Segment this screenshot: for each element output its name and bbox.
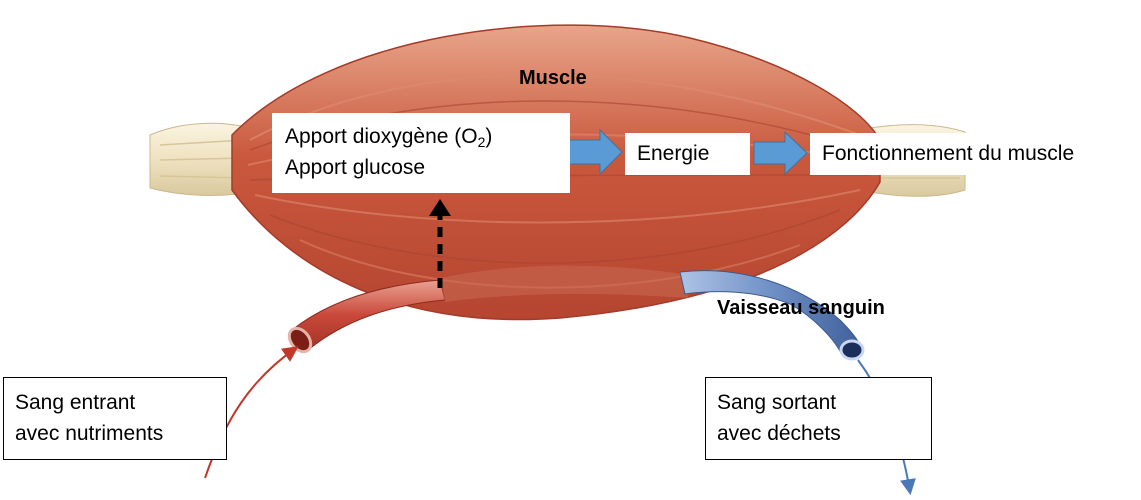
blood-out-line1: Sang sortant (717, 387, 931, 418)
vessel-label: Vaisseau sanguin (717, 297, 885, 320)
energy-label: Energie (637, 138, 750, 169)
blood-out-line2: avec déchets (717, 418, 931, 449)
supply-oxygen-line: Apport dioxygène (O2) (285, 121, 570, 152)
blood-in-line2: avec nutriments (15, 418, 226, 449)
supply-oxygen-text: Apport dioxygène (O (285, 125, 478, 148)
supply-glucose-line: Apport glucose (285, 152, 570, 183)
vein-opening (841, 341, 863, 359)
supply-oxygen-close: ) (485, 125, 492, 148)
supply-box: Apport dioxygène (O2) Apport glucose (272, 113, 570, 193)
function-label: Fonctionnement du muscle (822, 138, 1141, 169)
blood-out-box: Sang sortant avec déchets (705, 377, 932, 460)
energy-box: Energie (625, 133, 750, 175)
blood-in-line1: Sang entrant (15, 387, 226, 418)
function-box: Fonctionnement du muscle (810, 133, 1141, 175)
blood-in-box: Sang entrant avec nutriments (3, 377, 227, 460)
muscle-label: Muscle (519, 67, 587, 90)
